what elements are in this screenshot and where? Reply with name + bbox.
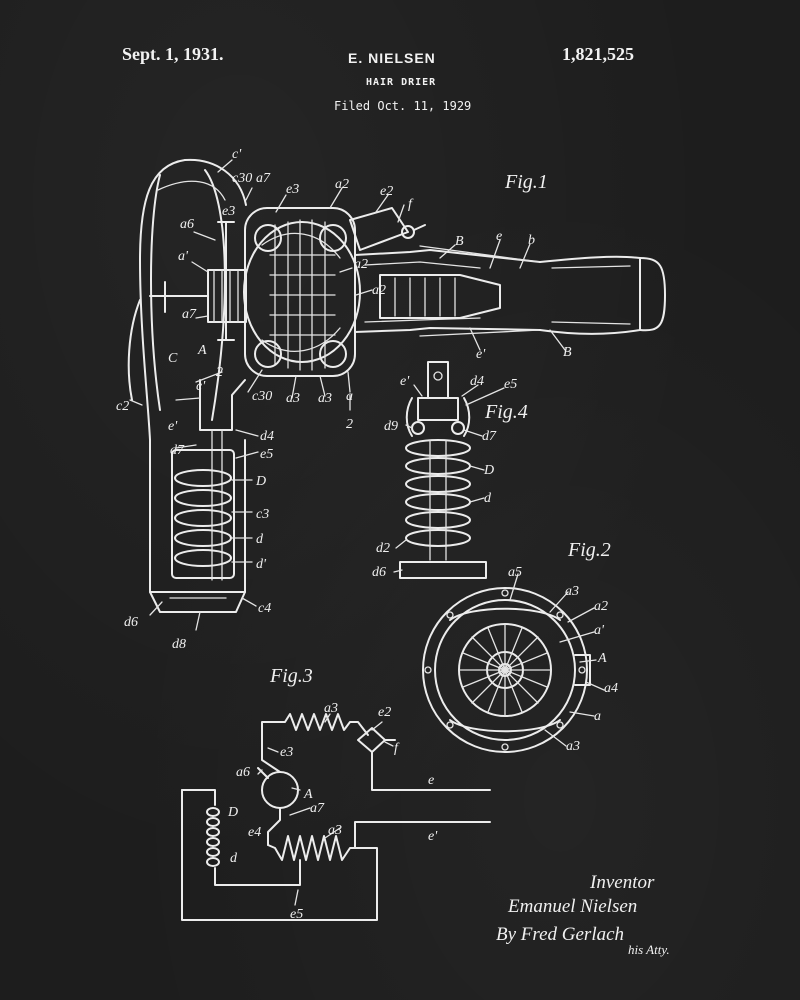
- fig1-label: c': [232, 147, 242, 162]
- fig1-label: c3: [256, 507, 269, 522]
- fig1-label: a2: [354, 257, 368, 272]
- fig1-label: A: [197, 343, 207, 358]
- signature-block: Inventor Emanuel Nielsen By Fred Gerlach…: [496, 872, 670, 957]
- fig1-label: c4: [258, 601, 271, 616]
- fig2-label: a5: [508, 565, 522, 580]
- fig1-label: a2: [372, 283, 386, 298]
- fig1-label: c30: [232, 171, 252, 186]
- fig1-label: d7: [170, 443, 185, 458]
- fig3-label: e3: [280, 745, 293, 760]
- fig1-drawing: Fig.1 c' c30 a7 e3 a2 e2 f a6 e3 a' a7 A…: [116, 147, 666, 652]
- fig1-label: d6: [124, 615, 138, 630]
- fig4-label: d9: [384, 419, 398, 434]
- fig4-title: Fig.4: [484, 401, 528, 423]
- fig3-label: e4: [248, 825, 261, 840]
- filing-date: Filed Oct. 11, 1929: [334, 99, 472, 113]
- fig1-label: d4: [260, 429, 274, 444]
- patent-date: Sept. 1, 1931.: [122, 44, 224, 64]
- fig1-label: a7: [182, 307, 197, 322]
- fig3-label: e: [428, 773, 434, 788]
- fig4-label: d2: [376, 541, 390, 556]
- fig3-label: A: [303, 787, 313, 802]
- fig1-label: 2: [216, 365, 223, 380]
- fig1-label: e': [168, 419, 178, 434]
- fig4-drawing: Fig.4 e' d4 e5 d9 d7 D d d2 d6: [372, 361, 528, 580]
- fig1-label: e3: [286, 182, 299, 197]
- fig1-label: d: [256, 532, 264, 547]
- attorney-signature: By Fred Gerlach: [496, 924, 624, 945]
- fig1-label: e: [496, 229, 502, 244]
- fig3-label: e2: [378, 705, 391, 720]
- fig2-label: a3: [565, 584, 579, 599]
- fig3-title: Fig.3: [269, 665, 313, 687]
- fig1-label: D: [255, 474, 266, 489]
- fig1-label: e5: [260, 447, 273, 462]
- fig2-label: a3: [566, 739, 580, 754]
- fig3-label: D: [227, 805, 238, 820]
- fig1-label: d': [256, 557, 267, 572]
- fig1-label: a3: [318, 391, 332, 406]
- fig2-label: a4: [604, 681, 618, 696]
- fig1-label: a3: [286, 391, 300, 406]
- fig4-label: e': [400, 374, 410, 389]
- fig1-label: e': [476, 347, 486, 362]
- fig1-label: 2: [346, 417, 353, 432]
- fig1-label: a': [178, 249, 189, 264]
- fig1-title: Fig.1: [504, 171, 548, 193]
- fig3-label: a3: [324, 701, 338, 716]
- fig1-label: B: [455, 234, 464, 249]
- fig4-label: d: [484, 491, 492, 506]
- fig3-label: e': [428, 829, 438, 844]
- fig2-drawing: Fig.2 a5 a3 a2 a' A a4 a a3: [422, 539, 618, 754]
- fig1-label: e3: [222, 204, 235, 219]
- fig2-label: a2: [594, 599, 608, 614]
- fig1-label: c2: [116, 399, 129, 414]
- fig1-label: e2: [380, 184, 393, 199]
- fig4-label: D: [483, 463, 494, 478]
- fig3-label: d: [230, 851, 238, 866]
- fig4-label: e5: [504, 377, 517, 392]
- fig1-label: a2: [335, 177, 349, 192]
- fig3-label: a6: [236, 765, 250, 780]
- fig1-label: C: [168, 351, 178, 366]
- fig3-label: f: [394, 741, 400, 756]
- fig2-label: a: [594, 709, 601, 724]
- fig3-drawing: Fig.3 a3 e2 e3 f a6 A a7 e D e4 a3 d e' …: [181, 665, 491, 922]
- fig2-label: a': [594, 623, 605, 638]
- fig1-label: a7: [256, 171, 271, 186]
- fig4-label: d6: [372, 565, 386, 580]
- fig1-label: d8: [172, 637, 186, 652]
- inventor-heading: Inventor: [589, 872, 655, 893]
- fig1-label: B: [563, 345, 572, 360]
- fig1-label: a: [346, 389, 353, 404]
- invention-title: HAIR DRIER: [366, 77, 437, 88]
- fig1-label: a6: [180, 217, 194, 232]
- attorney-title: his Atty.: [628, 942, 670, 957]
- fig3-label: e5: [290, 907, 303, 922]
- inventor-signature: Emanuel Nielsen: [507, 896, 637, 917]
- fig4-label: d4: [470, 374, 484, 389]
- fig1-label: b: [528, 233, 535, 248]
- fig4-label: d7: [482, 429, 497, 444]
- fig3-label: a3: [328, 823, 342, 838]
- patent-number: 1,821,525: [562, 44, 634, 64]
- fig1-label: c30: [252, 389, 272, 404]
- fig2-label: A: [597, 651, 607, 666]
- fig1-label: f: [408, 197, 414, 212]
- fig1-label: c': [196, 379, 206, 394]
- fig3-label: a7: [310, 801, 325, 816]
- fig2-title: Fig.2: [567, 539, 611, 561]
- inventor-header: E. NIELSEN: [348, 50, 436, 66]
